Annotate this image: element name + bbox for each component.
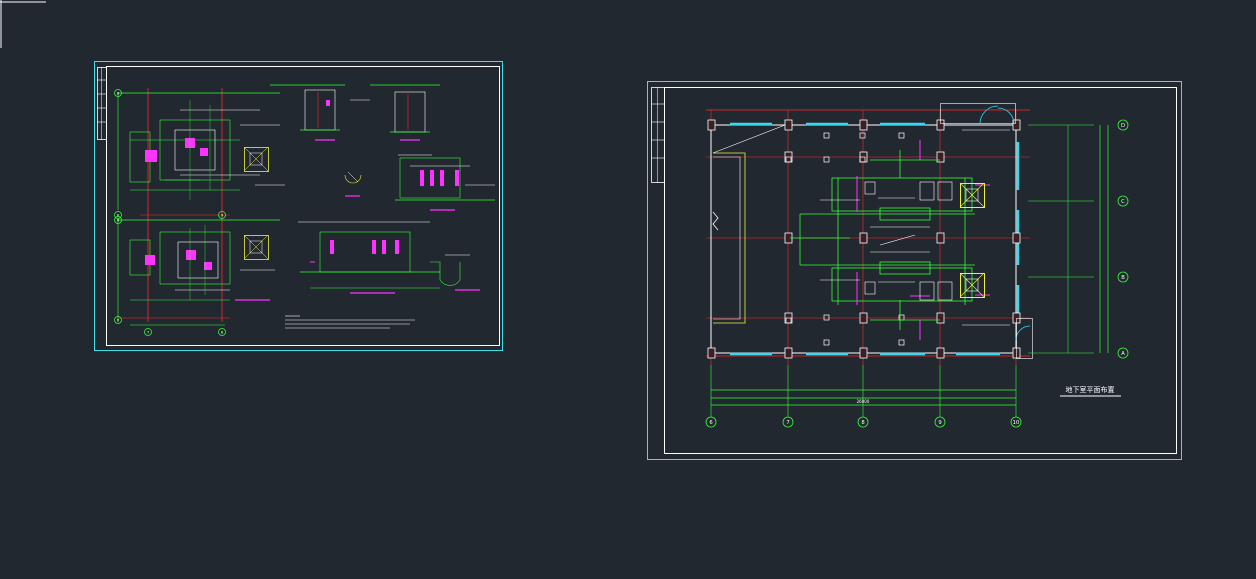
left-axis-bubble-1-label: 8 <box>117 213 120 217</box>
left-axis-bubble-6-label: 9 <box>221 213 224 217</box>
axis-bubble-D-label: D <box>1121 123 1125 129</box>
column-18 <box>1012 232 1021 244</box>
right-interior-partitions <box>790 150 975 330</box>
column-1 <box>707 347 716 359</box>
column-14 <box>936 232 945 244</box>
left-sheet-outer-border <box>94 61 503 351</box>
right-sheet-outer-border <box>647 81 1182 460</box>
axis-bubble-D: D <box>1117 119 1129 131</box>
right-drawing-sheet[interactable]: 26000 6 7 8 9 10 D C B A 地下室平面布置 <box>647 81 1182 460</box>
column-9 <box>859 232 868 244</box>
left-section-details <box>270 84 495 211</box>
right-interior-details <box>820 129 1010 326</box>
axis-bubble-B: B <box>1117 271 1129 283</box>
left-notes-block <box>285 315 415 329</box>
left-axis-bubble-2-label: 6 <box>117 218 120 222</box>
left-sheet-inner-border <box>106 66 500 346</box>
right-windows <box>730 122 1020 356</box>
left-upper-floor-plan <box>117 88 285 216</box>
axis-bubble-A: A <box>1117 347 1129 359</box>
column-16 <box>936 347 945 359</box>
axis-bubble-9: 9 <box>934 416 946 428</box>
right-axis-bubbles-side: D C B A <box>1117 119 1129 359</box>
left-axis-bubble-2: 6 <box>114 216 122 224</box>
right-equipment-magenta <box>856 140 990 340</box>
right-interior-small-columns <box>785 132 905 346</box>
column-10 <box>859 312 868 324</box>
left-lower-section <box>298 221 480 294</box>
column-17 <box>1012 119 1021 131</box>
left-axis-bubble-5: 8 <box>218 328 226 336</box>
left-axis-bubble-0-label: 6 <box>117 91 120 95</box>
right-grid-lines <box>706 109 1030 365</box>
left-axis-bubble-1: 8 <box>114 211 122 219</box>
cursor-crosshair <box>0 0 46 48</box>
right-axis-bubbles-bottom: 6 7 8 9 10 <box>705 416 1022 428</box>
left-axis-bubble-6: 9 <box>218 211 226 219</box>
axis-bubble-B-label: B <box>1121 275 1125 281</box>
column-6 <box>784 347 793 359</box>
axis-bubble-7: 7 <box>782 416 794 428</box>
axis-bubble-7-label: 7 <box>786 420 789 426</box>
drawing-title: 地下室平面布置 <box>1066 385 1115 394</box>
axis-bubble-10: 10 <box>1010 416 1022 428</box>
left-axis-bubble-4: 7 <box>144 328 152 336</box>
axis-bubble-6-label: 6 <box>709 420 713 426</box>
left-sheet-binding-strip <box>97 67 107 140</box>
left-axis-bubble-0: 6 <box>114 89 122 97</box>
right-doors <box>940 103 1033 359</box>
column-11 <box>859 347 868 359</box>
right-structural-columns <box>707 119 1021 359</box>
left-axis-bubble-3: 8 <box>114 316 122 324</box>
axis-bubble-10-label: 10 <box>1013 420 1020 426</box>
left-axis-bubble-4-label: 7 <box>147 330 150 334</box>
axis-bubble-C-label: C <box>1121 199 1125 205</box>
column-0 <box>707 119 716 131</box>
right-side-axis <box>1028 124 1109 354</box>
right-dimension-lines-bottom: 26000 <box>710 365 1017 417</box>
axis-bubble-8-label: 8 <box>861 420 864 426</box>
right-ramp-zone <box>712 124 786 324</box>
axis-bubble-A-label: A <box>1121 351 1125 357</box>
drawing-title-block: 地下室平面布置 <box>1060 385 1121 397</box>
column-15 <box>936 312 945 324</box>
column-2 <box>784 119 793 131</box>
column-7 <box>859 119 868 131</box>
axis-bubble-8: 8 <box>857 416 869 428</box>
right-fan-units <box>959 182 985 298</box>
overall-dimension-text: 26000 <box>857 399 870 404</box>
left-axis-bubble-3-label: 8 <box>117 318 120 322</box>
right-sheet-binding-strip <box>651 87 665 183</box>
axis-bubble-9-label: 9 <box>938 420 941 426</box>
axis-bubble-6: 6 <box>705 416 717 428</box>
right-sheet-inner-border <box>664 87 1177 454</box>
column-13 <box>936 151 945 163</box>
left-lower-floor-plan <box>117 215 280 326</box>
axis-bubble-C: C <box>1117 195 1129 207</box>
left-axis-bubble-5-label: 8 <box>221 330 224 334</box>
